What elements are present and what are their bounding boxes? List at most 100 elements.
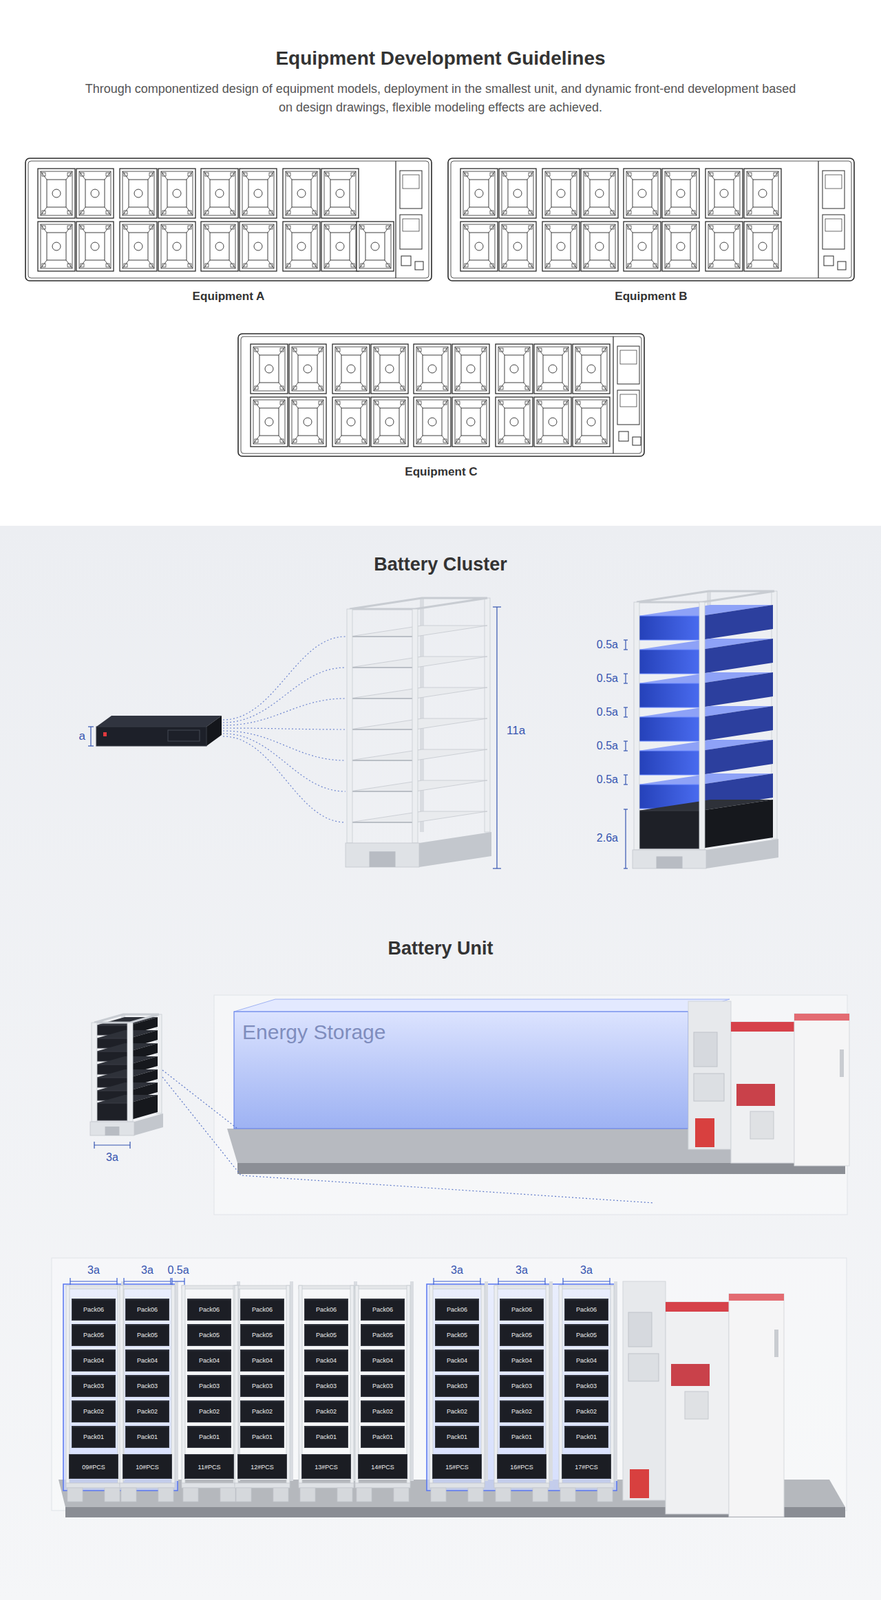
module-cell bbox=[744, 168, 782, 219]
module-corner bbox=[312, 172, 316, 177]
module-core bbox=[167, 179, 187, 208]
line bbox=[536, 382, 544, 391]
dimension-tick bbox=[623, 716, 628, 718]
dimension-line bbox=[90, 726, 91, 747]
cabinet-handle bbox=[839, 1049, 844, 1078]
module-cell bbox=[534, 397, 572, 447]
battery-pack: Pack05 bbox=[304, 1324, 349, 1347]
module-corner bbox=[481, 348, 486, 352]
module-corner bbox=[538, 439, 542, 443]
rack-post bbox=[346, 609, 353, 844]
cabinet-divider bbox=[612, 336, 614, 454]
module-corner bbox=[187, 225, 192, 230]
battery-rack: 14#PCSPack06Pack05Pack04Pack03Pack02Pack… bbox=[357, 1290, 408, 1484]
line bbox=[161, 224, 168, 233]
module-core bbox=[341, 408, 361, 436]
module-frame bbox=[626, 171, 658, 216]
module-corner bbox=[503, 172, 507, 177]
line bbox=[536, 399, 544, 409]
line bbox=[40, 260, 47, 269]
pack-label: Pack04 bbox=[240, 1351, 284, 1371]
pallet-gap bbox=[369, 851, 396, 868]
module-corner bbox=[205, 263, 209, 268]
module-corner bbox=[41, 172, 46, 177]
module-frame bbox=[324, 224, 356, 269]
module-corner bbox=[386, 263, 390, 268]
line bbox=[66, 224, 73, 233]
module-corner bbox=[269, 210, 273, 215]
module-corner bbox=[748, 172, 752, 177]
module-corner bbox=[269, 172, 273, 177]
module-corner bbox=[325, 225, 329, 230]
dimension-line bbox=[563, 1280, 610, 1282]
section-heading: Battery Cluster bbox=[373, 553, 508, 576]
pack-label: Pack02 bbox=[361, 1402, 405, 1422]
module-fan bbox=[346, 417, 356, 427]
module-frame bbox=[122, 224, 155, 269]
module-corner bbox=[386, 225, 390, 230]
module-frame bbox=[463, 224, 495, 269]
battery-pack: Pack05 bbox=[564, 1324, 609, 1347]
module-corner bbox=[528, 210, 533, 215]
module-corner bbox=[499, 401, 504, 405]
line bbox=[416, 435, 423, 444]
module-corner bbox=[362, 348, 366, 352]
rack-frame bbox=[558, 1281, 618, 1502]
line bbox=[40, 224, 47, 233]
battery-pack: Pack05 bbox=[125, 1324, 170, 1347]
dimension-tick bbox=[609, 1278, 610, 1286]
line bbox=[523, 435, 530, 444]
module-corner bbox=[585, 172, 589, 177]
module-corner bbox=[576, 386, 581, 390]
equipment-name: Equipment B bbox=[448, 289, 855, 305]
line bbox=[359, 224, 366, 233]
module-corner bbox=[773, 210, 778, 215]
module-corner bbox=[362, 439, 366, 443]
line bbox=[488, 171, 495, 180]
module-corner bbox=[41, 225, 46, 230]
pallet bbox=[181, 1483, 237, 1489]
line bbox=[253, 399, 260, 409]
rack-post bbox=[174, 1281, 179, 1482]
module-corner bbox=[417, 401, 422, 405]
battery-pack: Pack03 bbox=[499, 1375, 544, 1398]
pack-label: Pack05 bbox=[125, 1325, 169, 1345]
module-corner bbox=[325, 263, 329, 268]
pallet-foot bbox=[67, 1488, 83, 1502]
module-cell bbox=[460, 221, 498, 272]
dimension-label: 0.5a bbox=[596, 739, 619, 753]
module-frame bbox=[203, 224, 236, 269]
module-corner bbox=[748, 210, 752, 215]
pallet bbox=[632, 850, 707, 869]
rack-frame bbox=[234, 1281, 294, 1502]
module-corner bbox=[205, 210, 209, 215]
module-corner bbox=[610, 210, 614, 215]
module-fan bbox=[346, 364, 356, 374]
battery-room-top bbox=[234, 999, 730, 1012]
battery-pack: Pack03 bbox=[240, 1375, 285, 1398]
line bbox=[501, 207, 508, 216]
battery-pack: Pack04 bbox=[240, 1349, 285, 1372]
dimension-label: 3a bbox=[450, 1263, 464, 1277]
line bbox=[708, 171, 715, 180]
pack-side bbox=[700, 672, 773, 708]
module-corner bbox=[525, 348, 529, 352]
rack-top-frame bbox=[181, 1285, 237, 1290]
rack-frame bbox=[298, 1281, 358, 1502]
module-corner bbox=[443, 401, 447, 405]
line bbox=[186, 224, 193, 233]
rack-drawing bbox=[345, 598, 492, 868]
line bbox=[501, 260, 508, 269]
rack-top-frame bbox=[234, 1285, 290, 1290]
module-corner bbox=[375, 386, 379, 390]
module-corner bbox=[585, 210, 589, 215]
pallet-gap bbox=[656, 856, 683, 869]
pack-label: Pack01 bbox=[72, 1427, 115, 1447]
line bbox=[317, 346, 324, 356]
dimension-line bbox=[624, 640, 626, 650]
line bbox=[664, 224, 672, 233]
battery-rack: 09#PCSPack06Pack05Pack04Pack03Pack02Pack… bbox=[68, 1290, 119, 1484]
dimension-tick bbox=[623, 783, 628, 785]
battery-pack: Pack02 bbox=[240, 1400, 285, 1423]
pack-label: Pack02 bbox=[240, 1402, 284, 1422]
